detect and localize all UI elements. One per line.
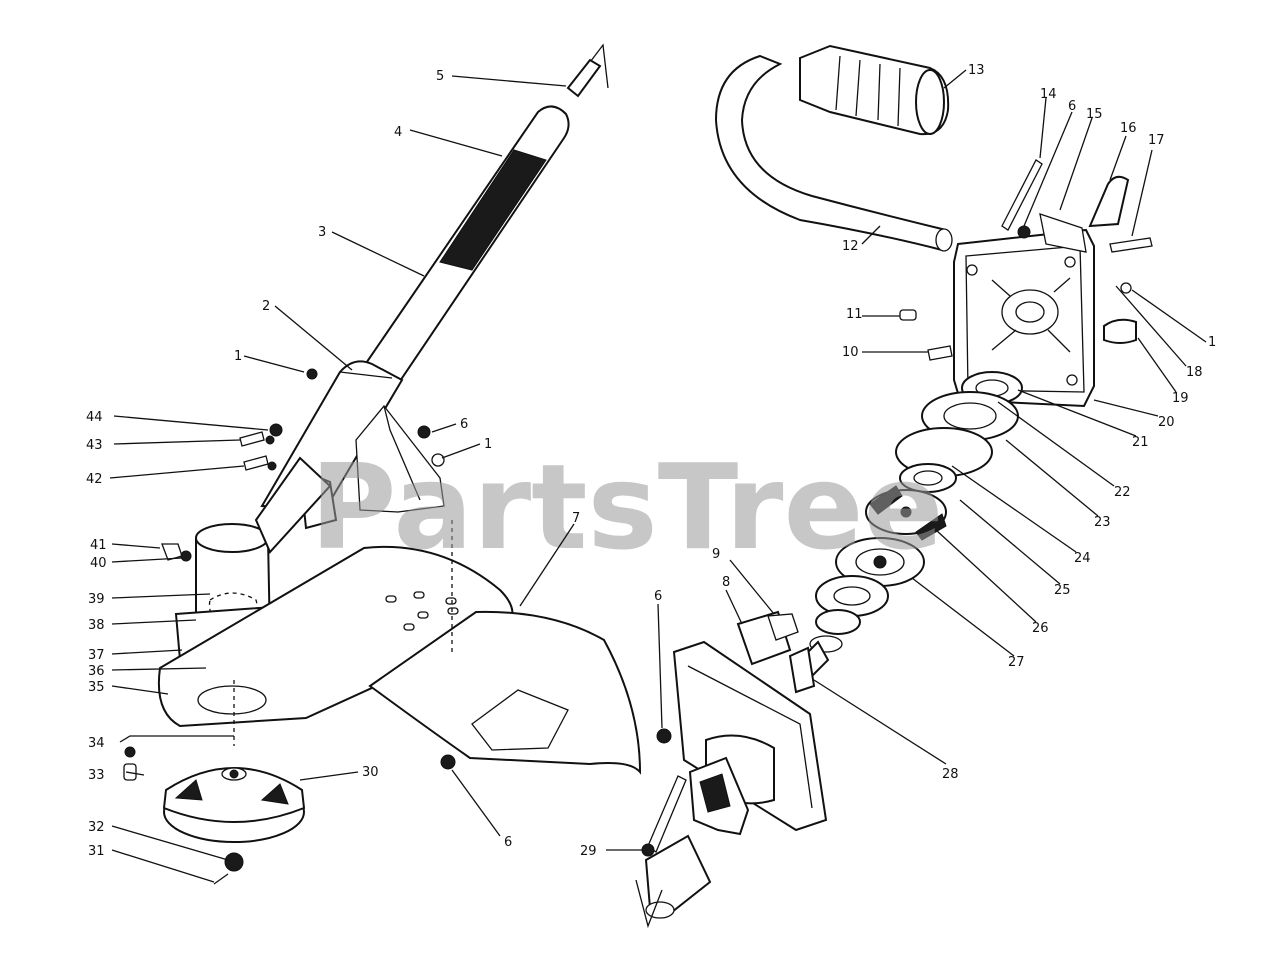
- callout-18: 18: [1186, 365, 1203, 380]
- handle-assembly: [714, 44, 953, 252]
- callout-43: 43: [86, 438, 103, 453]
- callout-7: 7: [572, 511, 580, 526]
- callout-35: 35: [88, 680, 105, 695]
- callout-20: 20: [1158, 415, 1175, 430]
- callout-10: 10: [842, 345, 859, 360]
- callout-1: 1: [484, 437, 492, 452]
- callout-36: 36: [88, 664, 105, 679]
- callout-6: 6: [1068, 99, 1076, 114]
- callout-34: 34: [88, 736, 105, 751]
- callout-39: 39: [88, 592, 105, 607]
- callout-21: 21: [1132, 435, 1149, 450]
- callout-13: 13: [968, 63, 985, 78]
- callout-27: 27: [1008, 655, 1025, 670]
- callout-3: 3: [318, 225, 326, 240]
- guard-shield: [157, 520, 642, 775]
- callout-26: 26: [1032, 621, 1049, 636]
- callout-5: 5: [436, 69, 444, 84]
- watermark-text: PartsTree: [310, 438, 944, 576]
- callout-40: 40: [90, 556, 107, 571]
- callout-1: 1: [234, 349, 242, 364]
- callout-2: 2: [262, 299, 270, 314]
- left-hardware: [123, 368, 456, 781]
- clutch-stack: [802, 371, 1023, 678]
- callout-17: 17: [1148, 133, 1165, 148]
- callout-30: 30: [362, 765, 379, 780]
- callout-8: 8: [722, 575, 730, 590]
- callout-6: 6: [654, 589, 662, 604]
- callout-31: 31: [88, 844, 105, 859]
- callout-19: 19: [1172, 391, 1189, 406]
- callout-37: 37: [88, 648, 105, 663]
- callout-28: 28: [942, 767, 959, 782]
- engine-mount: [899, 159, 1153, 408]
- callout-1: 1: [1208, 335, 1216, 350]
- callout-23: 23: [1094, 515, 1111, 530]
- callout-16: 16: [1120, 121, 1137, 136]
- callout-29: 29: [580, 844, 597, 859]
- callout-42: 42: [86, 472, 103, 487]
- trimmer-head: [162, 767, 306, 885]
- callout-33: 33: [88, 768, 105, 783]
- callout-4: 4: [394, 125, 402, 140]
- callout-15: 15: [1086, 107, 1103, 122]
- callout-32: 32: [88, 820, 105, 835]
- clutch-housing: [635, 610, 828, 929]
- callout-38: 38: [88, 618, 105, 633]
- callout-22: 22: [1114, 485, 1131, 500]
- callout-12: 12: [842, 239, 859, 254]
- callout-6: 6: [460, 417, 468, 432]
- callout-24: 24: [1074, 551, 1091, 566]
- callout-44: 44: [86, 410, 103, 425]
- callout-11: 11: [846, 307, 863, 322]
- callout-6: 6: [504, 835, 512, 850]
- leader-lines: [109, 69, 1207, 883]
- callout-9: 9: [712, 547, 720, 562]
- callout-41: 41: [90, 538, 107, 553]
- callout-25: 25: [1054, 583, 1071, 598]
- callout-14: 14: [1040, 87, 1057, 102]
- callout-labels: 5 4 3 2 1 44 43 42 6 1 41 40 39 38 37 36…: [86, 63, 1216, 859]
